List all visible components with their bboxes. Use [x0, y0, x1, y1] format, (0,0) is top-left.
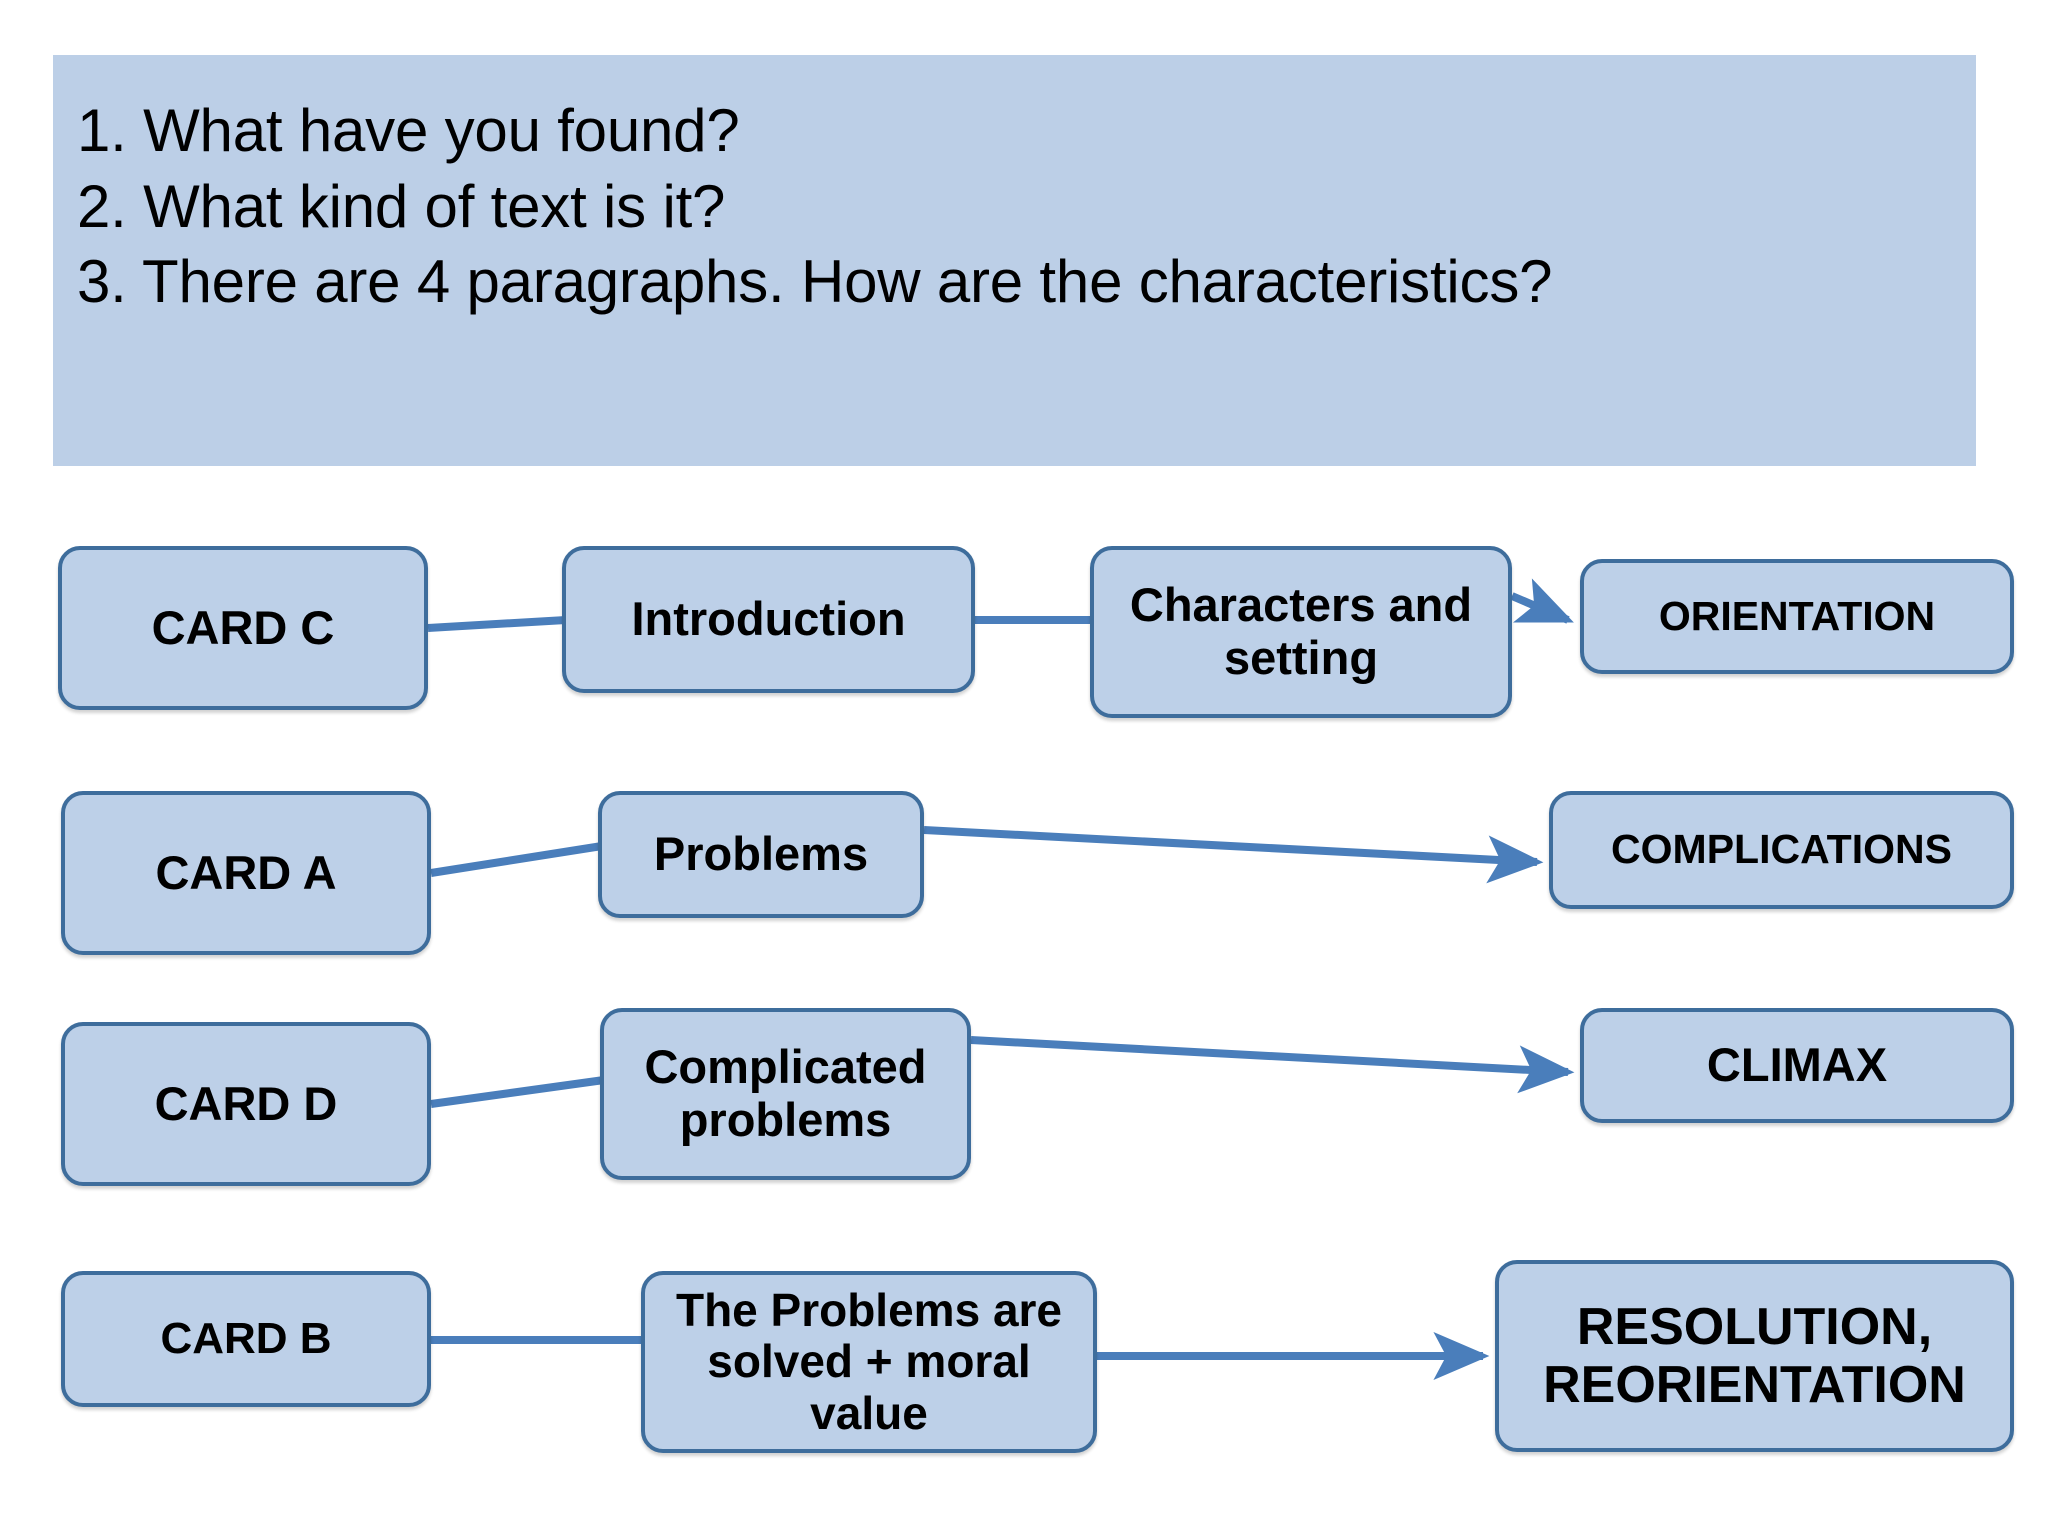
node-card-c[interactable]: CARD C	[58, 546, 428, 710]
node-card-d[interactable]: CARD D	[61, 1022, 431, 1186]
question-line-3: 3. There are 4 paragraphs. How are the c…	[77, 248, 1553, 316]
node-characters-and-setting-label: Characters and setting	[1129, 578, 1473, 684]
node-card-c-label: CARD C	[151, 600, 335, 654]
node-complications[interactable]: COMPLICATIONS	[1549, 791, 2014, 909]
node-card-b-label: CARD B	[160, 1314, 332, 1364]
node-card-b[interactable]: CARD B	[61, 1271, 431, 1407]
connector-card-c-to-introduction	[427, 616, 567, 632]
question-line-1: 1. What have you found?	[77, 97, 740, 164]
node-complicated-problems-label: Complicated problems	[644, 1040, 927, 1146]
connector-characters-to-orientation	[1510, 578, 1574, 624]
node-introduction-label: Introduction	[631, 592, 906, 646]
node-complicated-problems[interactable]: Complicated problems	[600, 1008, 971, 1180]
node-resolution-reorientation-label: RESOLUTION, REORIENTATION	[1543, 1297, 1966, 1414]
node-problems-label: Problems	[653, 827, 869, 881]
node-problems[interactable]: Problems	[598, 791, 924, 918]
node-climax[interactable]: CLIMAX	[1580, 1008, 2014, 1123]
node-introduction[interactable]: Introduction	[562, 546, 975, 693]
node-resolution-reorientation[interactable]: RESOLUTION, REORIENTATION	[1495, 1260, 2014, 1452]
node-orientation[interactable]: ORIENTATION	[1580, 559, 2014, 674]
node-card-d-label: CARD D	[154, 1076, 338, 1130]
node-climax-label: CLIMAX	[1706, 1038, 1888, 1092]
node-card-a-label: CARD A	[155, 845, 337, 899]
question-banner: 1. What have you found? 2. What kind of …	[53, 55, 1976, 466]
node-card-a[interactable]: CARD A	[61, 791, 431, 955]
connector-card-a-to-problems	[430, 842, 603, 877]
node-problems-solved-label: The Problems are solved + moral value	[675, 1283, 1063, 1439]
connector-problems-to-complications	[923, 826, 1544, 884]
node-problems-solved[interactable]: The Problems are solved + moral value	[641, 1271, 1097, 1453]
connector-card-d-to-complicated	[430, 1076, 605, 1108]
question-line-2: 2. What kind of text is it?	[77, 172, 726, 240]
node-characters-and-setting[interactable]: Characters and setting	[1090, 546, 1512, 718]
node-orientation-label: ORIENTATION	[1658, 592, 1936, 639]
node-complications-label: COMPLICATIONS	[1611, 826, 1952, 873]
connector-complicated-to-climax	[970, 1036, 1575, 1094]
